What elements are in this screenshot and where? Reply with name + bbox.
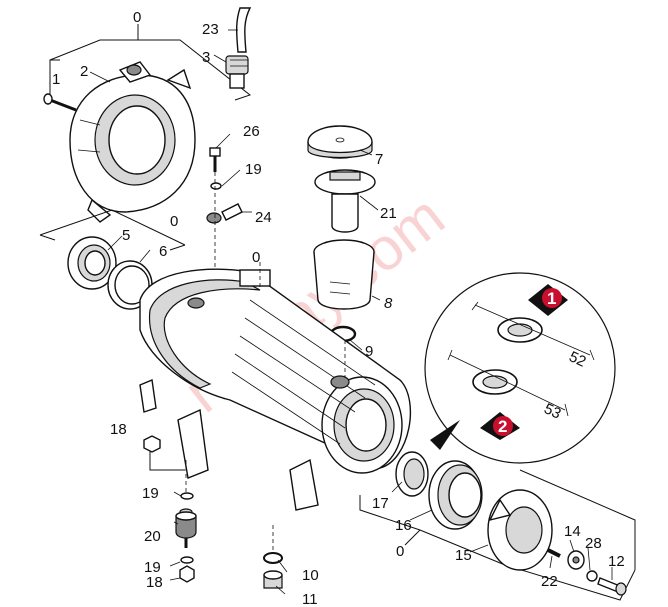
dimension-label-53: 53	[541, 400, 563, 422]
label-0-top: 0	[133, 9, 141, 26]
fitting-part	[225, 55, 249, 89]
nut-part-top	[143, 435, 161, 453]
label-19-low: 19	[144, 559, 161, 576]
label-17: 17	[372, 495, 389, 512]
assembly-bracket-bearing	[39, 209, 186, 251]
badge-1-label: 1	[547, 289, 556, 308]
cover-part	[307, 125, 373, 159]
label-1: 1	[52, 71, 60, 88]
label-24: 24	[255, 209, 272, 226]
badge-2-label: 2	[498, 417, 507, 436]
screw-part	[43, 93, 77, 112]
label-2: 2	[80, 63, 88, 80]
label-0-bearing: 0	[170, 213, 178, 230]
label-11: 11	[302, 591, 318, 607]
flange-housing-part	[69, 61, 196, 223]
label-14: 14	[564, 523, 581, 540]
pin-part	[547, 548, 561, 558]
label-28: 28	[585, 535, 602, 552]
label-7: 7	[375, 151, 383, 168]
washer-part	[210, 182, 222, 190]
leader-lines	[89, 29, 613, 595]
label-21: 21	[380, 205, 397, 222]
bearing-part	[67, 236, 117, 290]
label-3: 3	[202, 49, 210, 66]
impeller-part	[487, 489, 553, 571]
label-12: 12	[608, 553, 625, 570]
label-5: 5	[122, 227, 130, 244]
sensor-part	[206, 203, 243, 224]
label-18-top: 18	[110, 421, 127, 438]
label-6: 6	[159, 243, 167, 260]
label-23: 23	[202, 21, 219, 38]
rubber-mount-part	[175, 508, 197, 548]
label-15: 15	[455, 547, 472, 564]
label-19-mid: 19	[142, 485, 159, 502]
shaft-seal-part	[395, 451, 429, 497]
label-0-housing: 0	[252, 249, 260, 266]
impeller-washer-part	[567, 550, 585, 570]
cup-part	[313, 239, 375, 310]
label-22: 22	[541, 573, 558, 590]
dimension-label-52: 52	[566, 348, 588, 370]
detail-callout: 1 2 52 53	[424, 272, 616, 464]
pump-housing-part	[139, 268, 412, 511]
label-16: 16	[395, 517, 412, 534]
label-26: 26	[243, 123, 260, 140]
washer-part-lower	[180, 556, 194, 564]
label-0-seal: 0	[396, 543, 404, 560]
seal-ring-part	[428, 460, 483, 530]
label-9: 9	[365, 343, 373, 360]
label-20: 20	[144, 528, 161, 545]
impeller-bolt-part	[597, 577, 627, 596]
label-8: 8	[384, 295, 393, 312]
shaft-part	[314, 169, 376, 233]
drain-plug-part	[263, 552, 283, 589]
small-washer-part	[586, 570, 598, 582]
label-10: 10	[302, 567, 319, 584]
assembly-bracket-seal	[359, 469, 636, 601]
assembly-bracket-top	[49, 24, 252, 101]
hose-part	[235, 7, 252, 53]
washer-part-upper	[180, 492, 194, 500]
badge-1	[542, 288, 562, 308]
label-19-top: 19	[245, 161, 262, 178]
badge-2	[493, 416, 513, 436]
nut-part-bottom	[179, 565, 195, 583]
label-18-low: 18	[146, 574, 163, 591]
